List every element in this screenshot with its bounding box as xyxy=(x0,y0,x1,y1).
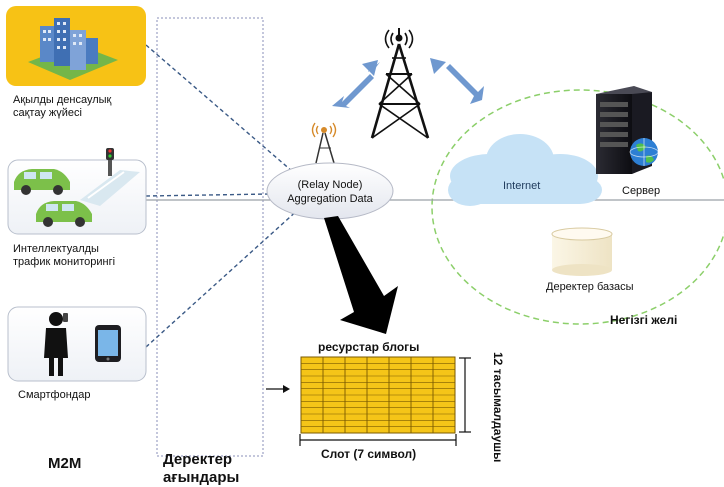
slot-label: Слот (7 символ) xyxy=(321,447,416,461)
data-flows-label-line2: ағындары xyxy=(163,469,239,486)
tower-icon xyxy=(370,28,430,139)
healthcare-label-line1: Ақылды денсаулық xyxy=(13,94,112,106)
resource-block-label: ресурстар блогы xyxy=(318,340,419,354)
antenna-icon xyxy=(311,122,337,164)
cloud-icon xyxy=(448,134,602,206)
subcarriers-label: 12 тасымалдаушы xyxy=(491,352,505,462)
server-label: Сервер xyxy=(622,185,660,197)
buildings-icon xyxy=(28,18,118,80)
dashed-links xyxy=(145,44,301,348)
cars-icon xyxy=(14,148,140,227)
data-flow-strip xyxy=(156,17,264,457)
data-flows-label-line1: Деректер xyxy=(163,451,232,468)
relay-node-label-line1: (Relay Node) xyxy=(298,179,363,191)
traffic-label-line2: трафик мониторингі xyxy=(13,256,115,268)
resource-grid xyxy=(300,356,456,434)
smartphones-card xyxy=(7,306,147,382)
m2m-label: M2M xyxy=(48,455,81,472)
subcarrier-bracket xyxy=(459,357,471,433)
internet-label: Internet xyxy=(503,180,540,192)
traffic-card xyxy=(7,148,147,235)
link-arrows xyxy=(332,58,484,108)
healthcare-card xyxy=(6,6,146,86)
globe-icon xyxy=(629,138,659,166)
core-network-label: Негізгі желі xyxy=(610,313,677,327)
relay-node-label-line2: Aggregation Data xyxy=(287,193,373,205)
smartphones-label: Смартфондар xyxy=(18,389,90,401)
healthcare-label-line2: сақтау жүйесі xyxy=(13,107,82,119)
slot-bracket xyxy=(299,434,457,446)
down-arrow-icon xyxy=(324,216,398,334)
smartphone-icon xyxy=(95,325,121,362)
person-phone-icon xyxy=(44,312,68,376)
database-icon xyxy=(551,227,613,276)
database-label: Деректер базасы xyxy=(546,281,634,293)
relay-node xyxy=(266,162,394,220)
traffic-label-line1: Интеллектуалды xyxy=(13,243,99,255)
